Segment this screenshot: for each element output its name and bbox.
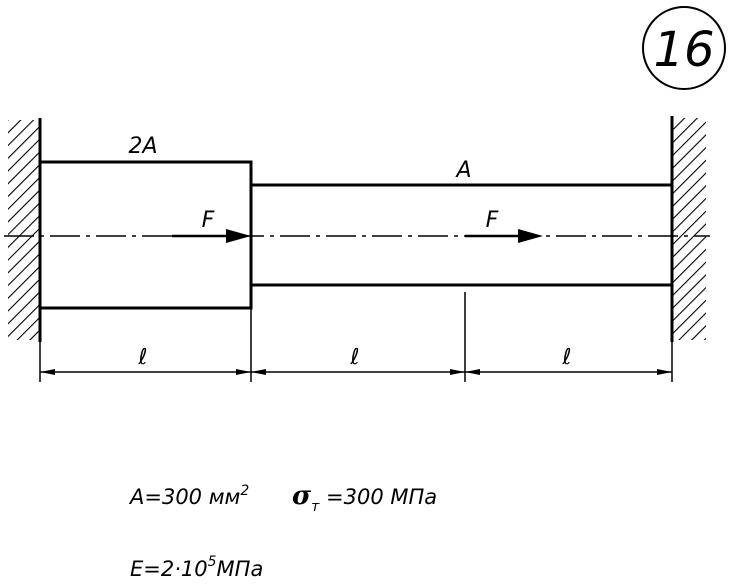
given-yield-stress: σт =300 МПа xyxy=(292,481,437,515)
length-label-3: ℓ xyxy=(561,345,571,370)
length-label-1: ℓ xyxy=(137,345,147,370)
sigma-symbol: σ xyxy=(292,481,312,511)
wide-section-outline xyxy=(40,160,253,310)
bar xyxy=(40,160,672,310)
given-area: A=300 мм2 xyxy=(128,483,249,509)
sigma-value: =300 МПа xyxy=(319,485,437,509)
dim-arrow-1-right xyxy=(40,369,55,375)
narrow-section-area-label: A xyxy=(454,158,471,183)
right-support-hatching xyxy=(672,118,706,340)
dimension-lines: ℓ ℓ ℓ xyxy=(39,292,673,382)
wide-section-area-label: 2A xyxy=(128,134,157,159)
left-support-hatching xyxy=(8,120,40,340)
force-left-label: F xyxy=(202,208,215,233)
given-area-text: A=300 мм xyxy=(128,485,241,509)
dim-arrow-1-left xyxy=(236,369,251,375)
dim-arrow-3-right xyxy=(465,369,480,375)
length-label-2: ℓ xyxy=(349,345,359,370)
force-left: F xyxy=(172,208,251,243)
dim-arrow-3-left xyxy=(657,369,672,375)
right-fixed-support xyxy=(670,116,706,342)
given-modulus: E=2·105МПа xyxy=(130,554,263,581)
problem-number: 16 xyxy=(653,22,714,78)
modulus-unit: МПа xyxy=(217,557,264,581)
modulus-prefix: E=2·10 xyxy=(130,557,208,581)
dim-arrow-2-left xyxy=(450,369,465,375)
modulus-exponent: 5 xyxy=(208,554,217,570)
given-area-exponent: 2 xyxy=(240,483,249,499)
force-right: F xyxy=(465,208,543,243)
problem-number-badge: 16 xyxy=(642,6,726,90)
problem-number-circle xyxy=(642,6,726,90)
dim-arrow-2-right xyxy=(251,369,266,375)
left-fixed-support xyxy=(8,118,42,342)
force-right-arrowhead xyxy=(518,229,543,243)
given-data: A=300 мм2 σт =300 МПа E=2·105МПа xyxy=(128,481,437,581)
force-left-arrowhead xyxy=(226,229,251,243)
force-right-label: F xyxy=(486,208,499,233)
sigma-subscript: т xyxy=(311,499,320,515)
